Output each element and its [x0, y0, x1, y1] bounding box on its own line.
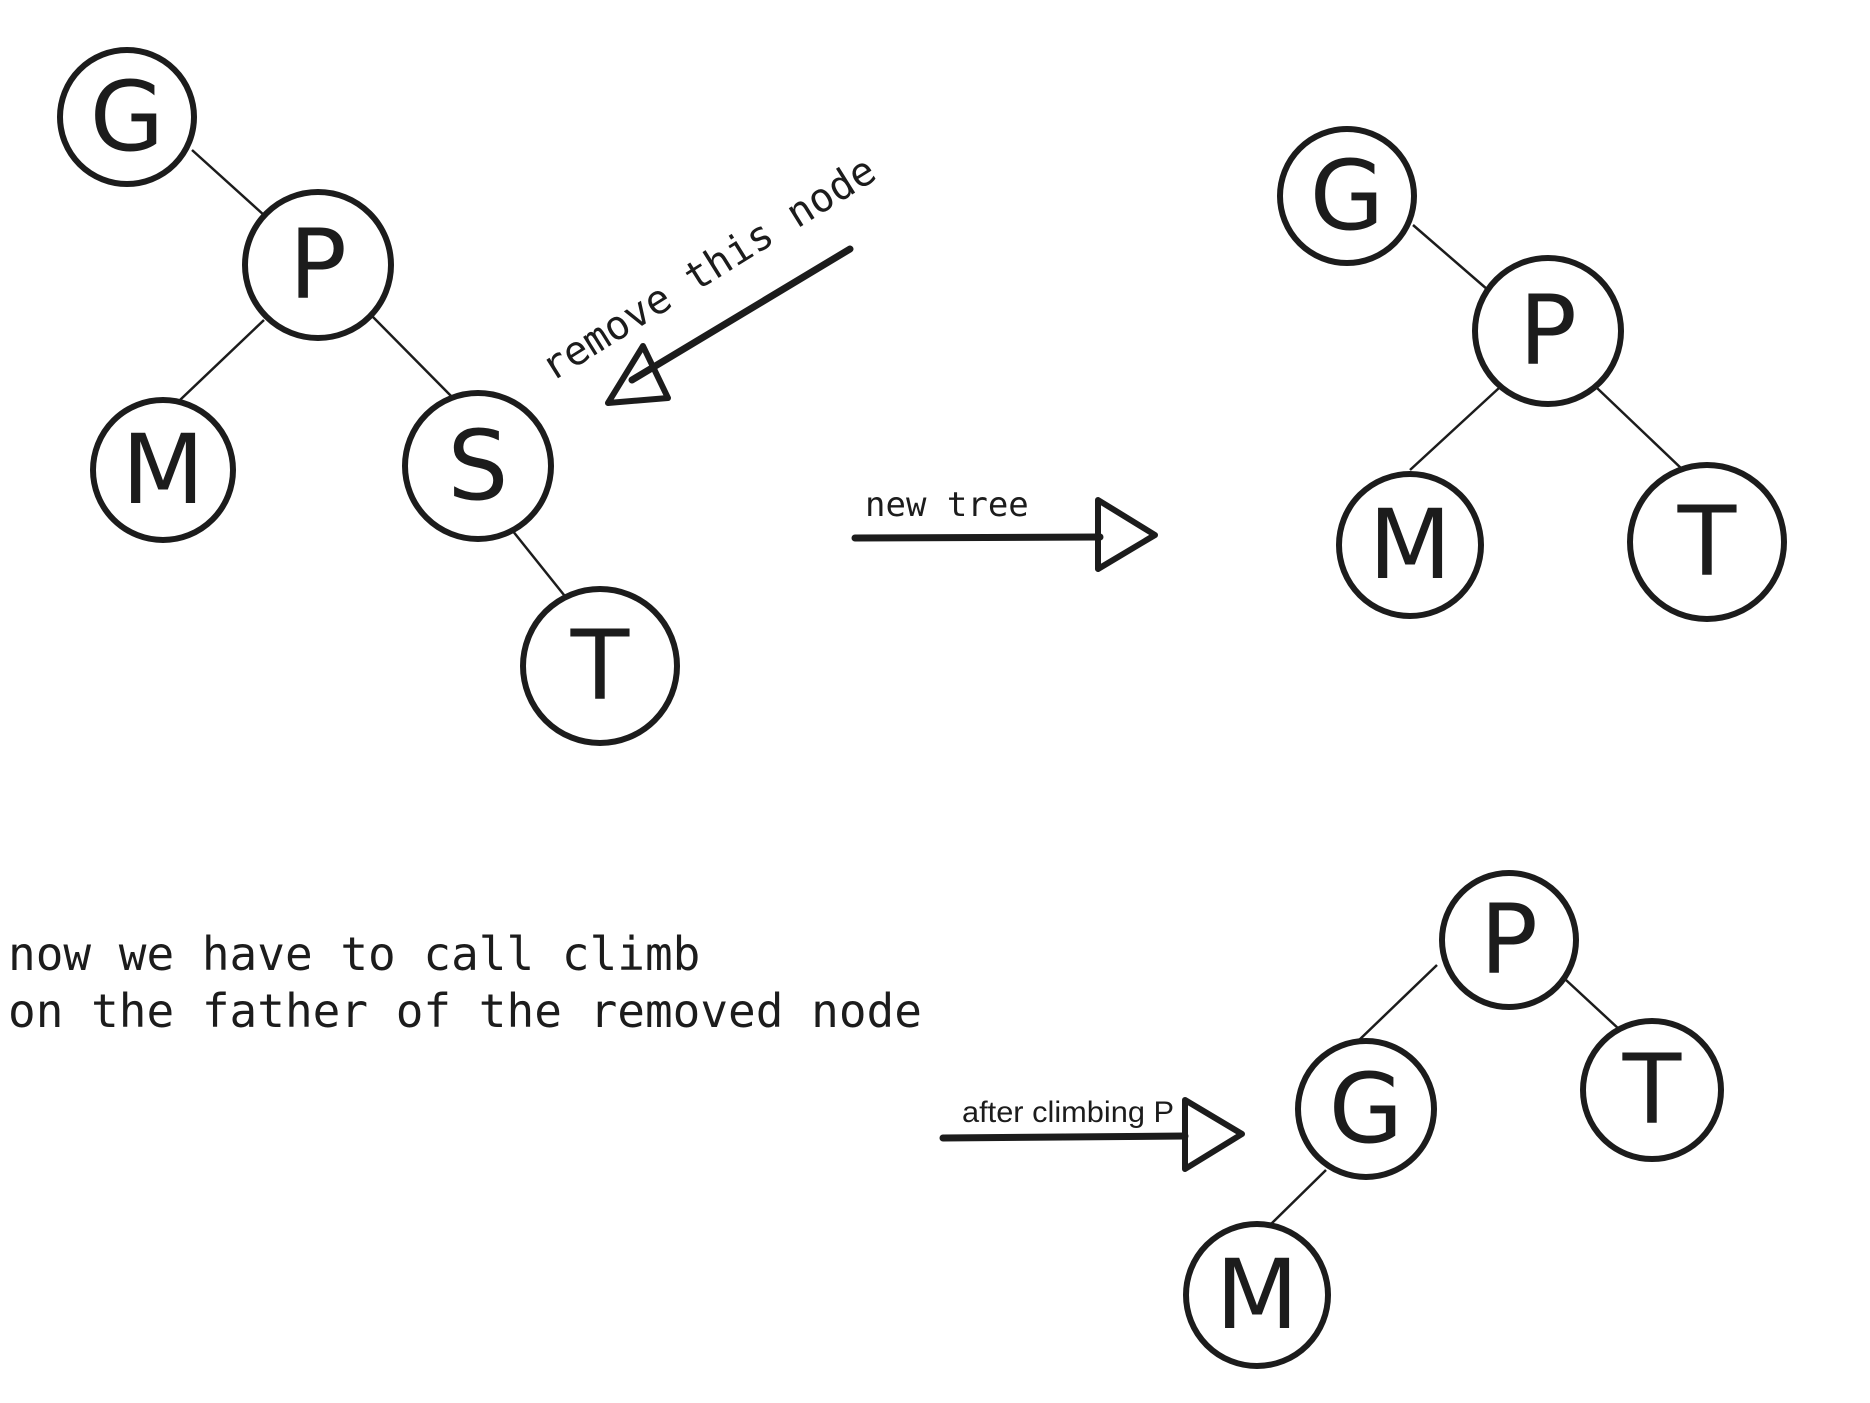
node-t: T [520, 586, 680, 746]
after-climbing-arrow-shaft [939, 1132, 1189, 1142]
node-m-label: M [122, 414, 205, 526]
remove-annotation: remove this node [533, 147, 884, 406]
node3-m-label: M [1216, 1239, 1299, 1351]
edge-p-s [371, 315, 456, 401]
new-tree-arrow-shaft [851, 533, 1104, 542]
node-p: P [242, 189, 394, 341]
edge3-p-g [1355, 964, 1438, 1044]
node3-p-label: P [1480, 884, 1538, 996]
node3-t-label: T [1622, 1034, 1682, 1146]
new-tree-annotation: new tree [851, 485, 1158, 572]
node2-g-label: G [1310, 140, 1384, 252]
edge2-g-p [1412, 224, 1489, 291]
edge2-p-m [1409, 387, 1500, 471]
remove-label: remove this node [533, 147, 884, 390]
node-g-label: G [90, 61, 164, 173]
after-climbing-annotation: after climbing P [939, 1096, 1245, 1172]
node2-g: G [1277, 126, 1417, 266]
edge-p-m [179, 319, 265, 401]
tree-after-climb: P G T M [1183, 870, 1724, 1369]
tree-before: G P M S T [57, 47, 680, 746]
remove-arrow-shaft [628, 245, 854, 384]
edge3-g-m [1267, 1169, 1327, 1228]
after-climbing-label: after climbing P [962, 1096, 1174, 1129]
node3-m: M [1183, 1221, 1331, 1369]
edge3-p-t [1565, 979, 1621, 1031]
edge-s-t [511, 529, 569, 601]
node2-p: P [1472, 255, 1624, 407]
new-tree-label: new tree [865, 485, 1029, 525]
note-line-1: now we have to call climb [8, 927, 700, 981]
node2-m: M [1336, 471, 1484, 619]
edge2-p-t [1596, 387, 1684, 471]
node2-m-label: M [1369, 489, 1452, 601]
node-t-label: T [570, 610, 630, 722]
edge-g-p [191, 149, 266, 217]
after-climbing-arrow-head [1182, 1097, 1245, 1172]
tree-after-removal: G P M T [1277, 126, 1787, 622]
climb-note: now we have to call climb on the father … [8, 927, 922, 1038]
note-line-2: on the father of the removed node [8, 984, 922, 1038]
node2-t-label: T [1677, 486, 1737, 598]
node3-g-label: G [1329, 1053, 1403, 1165]
node3-p: P [1439, 870, 1579, 1010]
node-s: S [402, 390, 554, 542]
new-tree-arrow-head [1095, 497, 1158, 572]
node3-t: T [1580, 1018, 1724, 1162]
node-p-label: P [289, 209, 347, 321]
node-m: M [90, 397, 236, 543]
node-g: G [57, 47, 197, 187]
node2-p-label: P [1519, 275, 1577, 387]
remove-arrow-head [605, 343, 671, 406]
node2-t: T [1627, 462, 1787, 622]
node3-g: G [1295, 1038, 1437, 1180]
node-s-label: S [448, 410, 509, 522]
